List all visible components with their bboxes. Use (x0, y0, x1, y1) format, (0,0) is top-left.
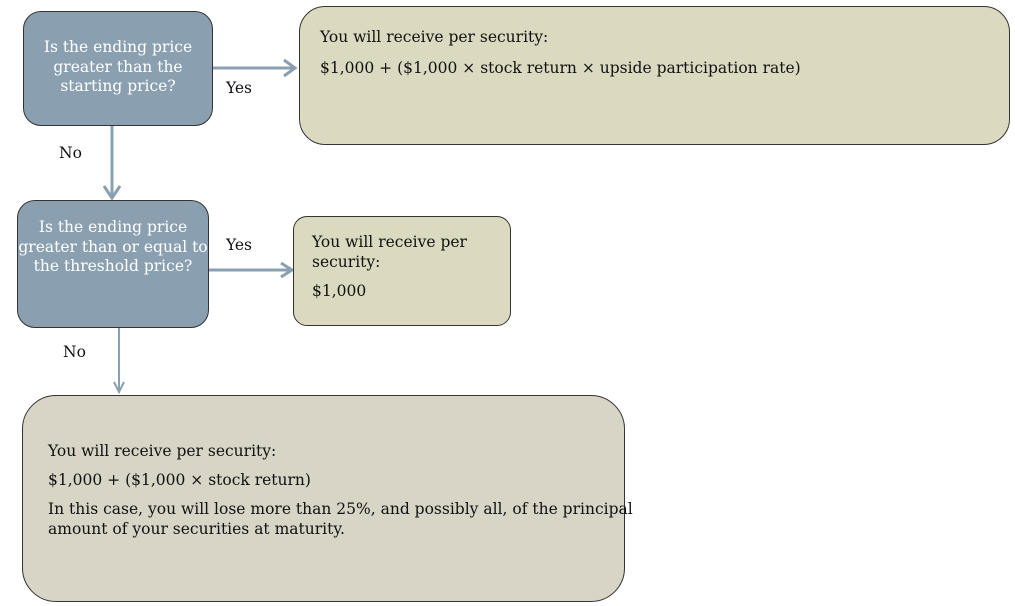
question-1-line-2: greater than the (53, 57, 183, 76)
result-2-heading-line-2: security: (312, 253, 381, 271)
result-3-box: You will receive per security: $1,000 + … (22, 395, 633, 602)
result-2-box: You will receive per security: $1,000 (293, 216, 511, 326)
result-3-note-line-1: In this case, you will lose more than 25… (48, 500, 633, 518)
result-3-note-line-2: amount of your securities at maturity. (48, 520, 345, 538)
q1-no-label: No (59, 144, 82, 162)
result-3-heading: You will receive per security: (48, 442, 277, 460)
question-2-line-3: the threshold price? (33, 257, 193, 275)
question-2-line-2: greater than or equal to (18, 237, 208, 256)
result-1-formula: $1,000 + ($1,000 × stock return × upside… (320, 59, 801, 77)
question-2-line-1: Is the ending price (38, 218, 188, 236)
q2-yes-arrowhead (280, 261, 295, 279)
q2-yes-label: Yes (226, 236, 253, 254)
q2-no-label: No (63, 343, 86, 361)
result-1-heading: You will receive per security: (320, 28, 549, 46)
q1-no-arrowhead (102, 185, 122, 201)
question-1-line-3: starting price? (60, 77, 176, 95)
question-1-line-1: Is the ending price (43, 38, 193, 56)
result-2-heading-line-1: You will receive per (312, 233, 467, 251)
result-1-box: You will receive per security: $1,000 + … (299, 6, 1010, 145)
q1-yes-arrowhead (283, 58, 298, 78)
result-2-amount: $1,000 (312, 282, 367, 300)
q2-no-arrowhead (113, 381, 125, 395)
question-2-box: Is the ending price greater than or equa… (17, 200, 209, 328)
q1-yes-label: Yes (226, 79, 253, 97)
question-1-box: Is the ending price greater than the sta… (23, 11, 213, 126)
result-3-formula: $1,000 + ($1,000 × stock return) (48, 471, 311, 489)
